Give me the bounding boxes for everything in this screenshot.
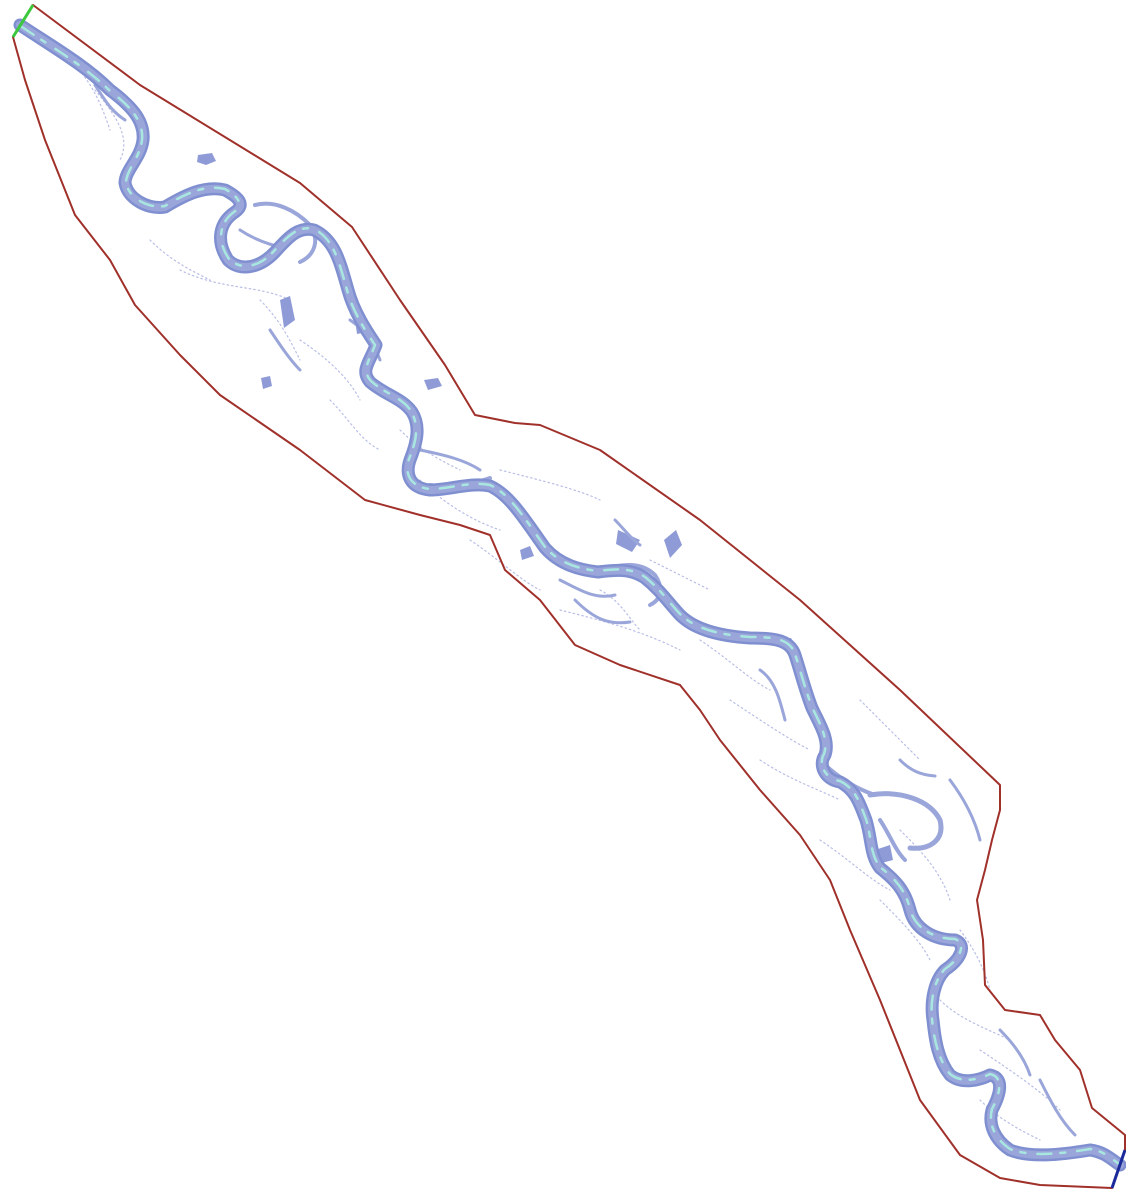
- side-channels: [93, 83, 1077, 1137]
- model-boundary: [12, 4, 1126, 1189]
- pond: [424, 378, 442, 390]
- pond: [197, 153, 216, 165]
- pond: [616, 530, 640, 552]
- pond: [261, 376, 272, 389]
- river-shallows: [20, 25, 1121, 1166]
- pond: [280, 296, 295, 328]
- inflow-boundary: [11, 4, 35, 38]
- outflow-boundary: [1110, 1149, 1126, 1189]
- pond: [664, 530, 682, 558]
- pond: [520, 546, 534, 560]
- main-river-channel: [13, 18, 1126, 1172]
